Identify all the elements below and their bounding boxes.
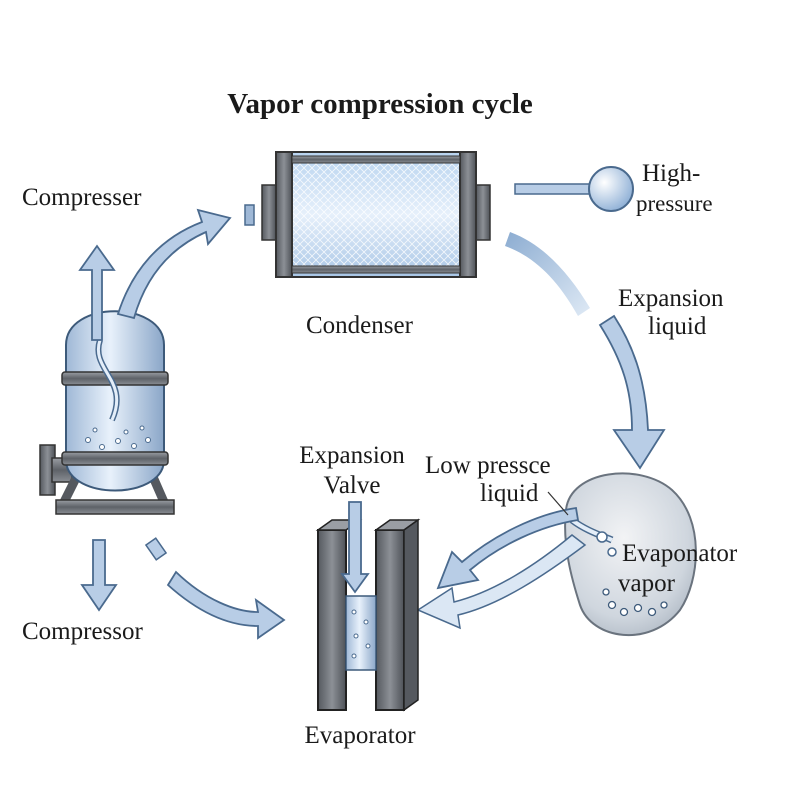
compressor-tank (39, 310, 175, 515)
high-pressure-bulb (588, 166, 634, 212)
pipe-stub (244, 204, 255, 226)
label-leader-line (547, 491, 569, 516)
high-pressure-pipe (514, 183, 598, 195)
pipe-stub-lower (144, 537, 168, 561)
arrow-compressor-down (80, 539, 118, 612)
label-condenser: Condenser (306, 312, 413, 339)
label-evaporator-vapor-1: Evaponator (622, 540, 738, 567)
evaporator-vessel (564, 472, 697, 636)
arrow-expansion-valve-down (340, 501, 370, 594)
label-low-pressure-2: liquid (480, 480, 539, 507)
label-expansion-liquid-1: Expansion (618, 285, 724, 312)
label-expansion-liquid-2: liquid (648, 313, 707, 340)
condenser-unit (261, 151, 491, 278)
label-expansion-valve-1: Expansion (299, 442, 405, 469)
arrow-compressor-up (78, 244, 116, 341)
arrow-compressor-to-condenser (116, 208, 232, 320)
diagram-title: Vapor compression cycle (227, 88, 533, 120)
arrow-to-evaporator-blob (598, 314, 666, 470)
label-evaporator: Evaporator (304, 722, 416, 749)
flow-stripe-condenser (505, 232, 590, 316)
label-low-pressure-1: Low pressce (425, 452, 551, 479)
label-evaporator-vapor-2: vapor (618, 570, 675, 597)
expansion-valve-assembly (315, 518, 421, 712)
arrow-low-pressure-upper (436, 506, 580, 590)
label-high-pressure-2: pressure (636, 191, 713, 216)
label-compresser: Compresser (22, 184, 142, 211)
arrow-compressor-to-evaporator (166, 570, 286, 640)
label-high-pressure-1: High- (642, 160, 701, 187)
label-compressor: Compressor (22, 618, 143, 645)
label-expansion-valve-2: Valve (323, 472, 381, 499)
